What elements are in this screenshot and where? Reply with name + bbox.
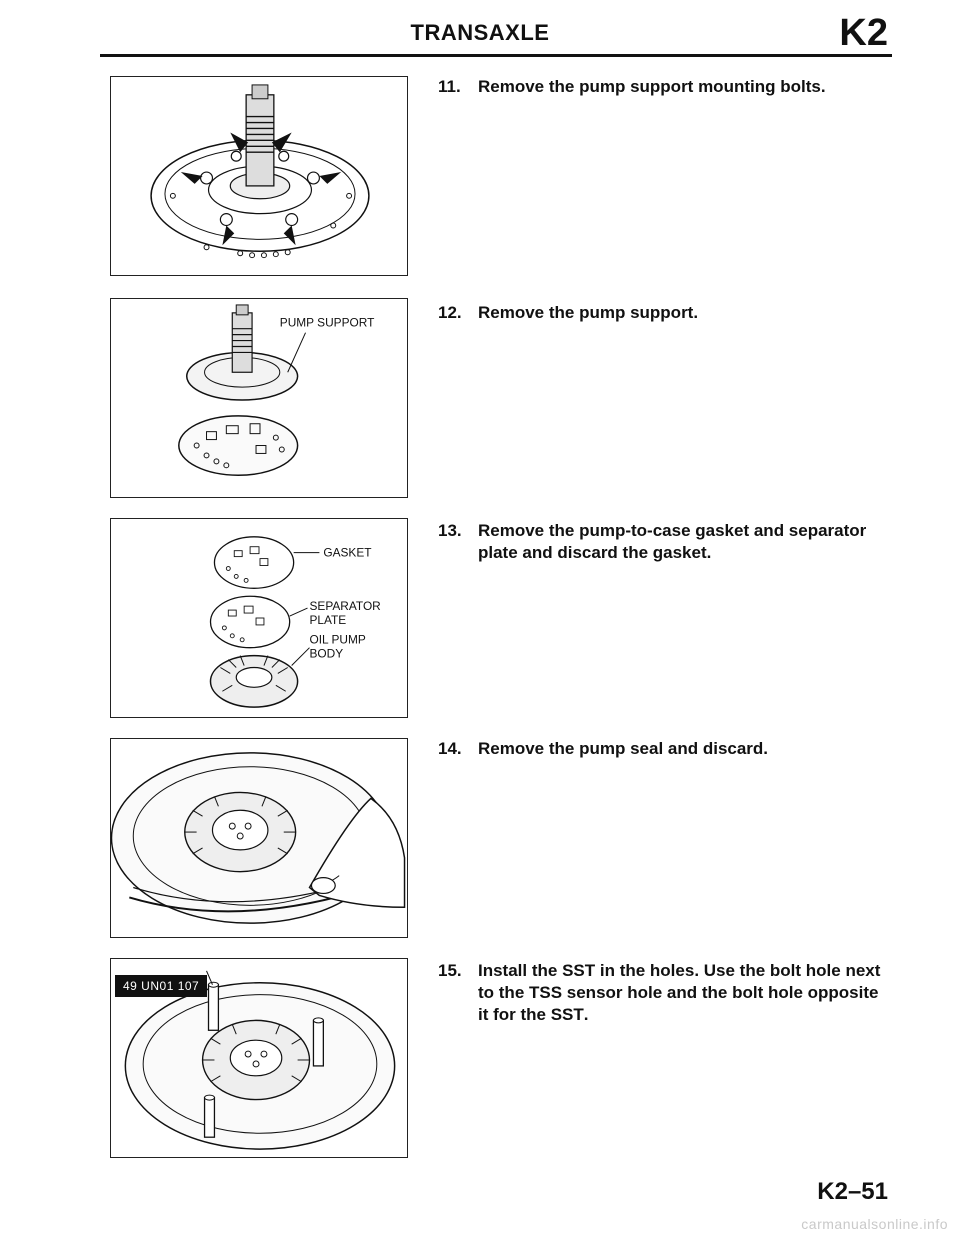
figure-install-sst: 49 UN01 107 — [110, 958, 408, 1158]
pump-support-bolts-illustration — [150, 84, 370, 259]
step-number: 11. — [438, 77, 461, 96]
label-oil-pump-1: OIL PUMP — [309, 633, 365, 647]
step-text: Install the SST in the holes. Use the bo… — [478, 960, 890, 1026]
header-title: TRANSAXLE — [410, 20, 550, 45]
step-text-part: Install the — [478, 961, 563, 980]
label-gasket: GASKET — [323, 546, 371, 560]
step-14: 14. Remove the pump seal and discard. — [438, 738, 890, 760]
step-number: 14. — [438, 739, 462, 758]
step-text: Remove the pump seal and discard. — [478, 739, 769, 758]
header-rule — [100, 54, 892, 57]
gasket-separator-illustration: GASKET SEPARATOR PLATE OIL PUMP BODY — [209, 536, 381, 708]
install-sst-illustration — [124, 970, 396, 1150]
figure-pump-support-bolts — [110, 76, 408, 276]
label-oil-pump-2: BODY — [309, 647, 343, 661]
step-text: Remove the pump support mounting bolts. — [478, 77, 826, 96]
step-text-part: . — [583, 1005, 589, 1024]
step-11: 11. Remove the pump support mounting bol… — [438, 76, 890, 98]
step-text: Remove the pump support. — [478, 303, 699, 322]
step-number: 12. — [438, 303, 462, 322]
step-number: 13. — [438, 521, 462, 540]
step-13: 13. Remove the pump-to-case gasket and s… — [438, 520, 890, 564]
step-text-part: in the holes. Use the bolt hole next to … — [478, 961, 881, 1024]
step-15: 15. Install the SST in the holes. Use th… — [438, 960, 890, 1026]
page-number: K2–51 — [817, 1178, 888, 1205]
watermark: carmanualsonline.info — [801, 1216, 948, 1232]
pump-support-removal-illustration: PUMP SUPPORT — [178, 304, 375, 476]
figure-pump-seal — [110, 738, 408, 938]
step-number: 15. — [438, 961, 462, 980]
label-separator-1: SEPARATOR — [309, 599, 381, 613]
step-text: Remove the pump-to-case gasket and separ… — [478, 521, 867, 562]
pump-seal-illustration — [111, 752, 406, 924]
label-separator-2: PLATE — [309, 613, 346, 627]
sst-term: SST — [562, 961, 596, 980]
step-12: 12. Remove the pump support. — [438, 302, 890, 324]
figure-pump-support-removal: PUMP SUPPORT — [110, 298, 408, 498]
sst-term: SST — [550, 1005, 584, 1024]
label-pump-support: PUMP SUPPORT — [280, 316, 375, 330]
tool-label-sst: 49 UN01 107 — [115, 975, 208, 997]
section-code: K2 — [839, 12, 888, 54]
figure-gasket-separator: GASKET SEPARATOR PLATE OIL PUMP BODY — [110, 518, 408, 718]
